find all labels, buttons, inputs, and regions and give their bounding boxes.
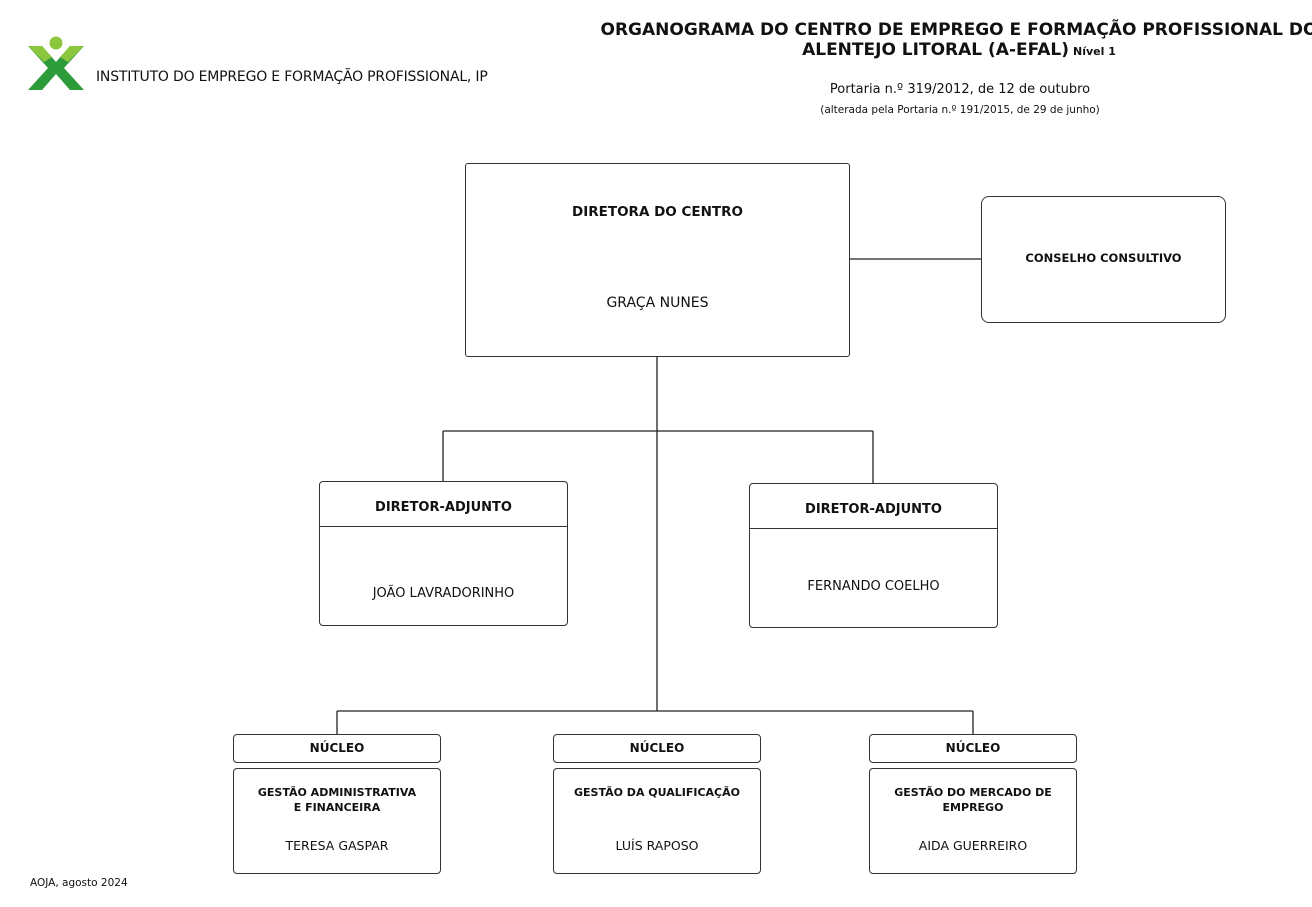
nucleo-1-unit-line-2: E FINANCEIRA [293,801,381,814]
adjunto-2-divider [750,528,997,529]
diretora-name: GRAÇA NUNES [606,295,709,311]
diretor-adjunto-box-1: DIRETOR-ADJUNTO JOÃO LAVRADORINHO [319,481,568,626]
nucleo-3-header: NÚCLEO [869,734,1077,763]
organization-name: INSTITUTO DO EMPREGO E FORMAÇÃO PROFISSI… [96,69,488,85]
nucleo-1-box: GESTÃO ADMINISTRATIVA E FINANCEIRA TERES… [233,768,441,874]
nucleo-3-unit-line-1: GESTÃO DO MERCADO DE EMPREGO [894,786,1052,814]
nucleo-1-name: TERESA GASPAR [285,838,389,853]
diretora-box: DIRETORA DO CENTRO GRAÇA NUNES [465,163,850,357]
portaria-reference: Portaria n.º 319/2012, de 12 de outubro [829,82,1091,97]
nucleo-1-unit-line-1: GESTÃO ADMINISTRATIVA [257,786,417,799]
nucleo-1-head-label: NÚCLEO [309,741,365,755]
adjunto-1-divider [320,526,567,527]
page-title: ORGANOGRAMA DO CENTRO DE EMPREGO E FORMA… [600,20,1312,62]
iefp-logo-icon [28,36,84,90]
nucleo-1-header: NÚCLEO [233,734,441,763]
adjunto-1-name: JOÃO LAVRADORINHO [372,586,515,601]
nucleo-2-box: GESTÃO DA QUALIFICAÇÃO LUÍS RAPOSO [553,768,761,874]
nucleo-2-header: NÚCLEO [553,734,761,763]
nucleo-3-unit: GESTÃO DO MERCADO DE EMPREGO [870,785,1076,815]
nucleo-2-unit: GESTÃO DA QUALIFICAÇÃO [554,785,760,800]
nucleo-2-name: LUÍS RAPOSO [615,838,699,853]
portaria-amendment-note: (alterada pela Portaria n.º 191/2015, de… [820,104,1100,116]
nucleo-1-unit: GESTÃO ADMINISTRATIVA E FINANCEIRA [234,785,440,815]
nucleo-2-unit-line-1: GESTÃO DA QUALIFICAÇÃO [574,786,740,799]
nucleo-2-head-label: NÚCLEO [629,741,685,755]
title-line-2-text: ALENTEJO LITORAL (A-EFAL) [802,40,1070,60]
adjunto-2-role: DIRETOR-ADJUNTO [805,502,942,517]
level-label: Nível 1 [1073,45,1116,58]
conselho-consultivo-box: CONSELHO CONSULTIVO [981,196,1226,323]
conselho-role: CONSELHO CONSULTIVO [1025,251,1182,265]
title-line-2: ALENTEJO LITORAL (A-EFAL)Nível 1 [600,40,1312,62]
title-line-1: ORGANOGRAMA DO CENTRO DE EMPREGO E FORMA… [600,20,1312,40]
adjunto-2-name: FERNANDO COELHO [807,579,940,594]
adjunto-1-role: DIRETOR-ADJUNTO [375,500,512,515]
nucleo-3-box: GESTÃO DO MERCADO DE EMPREGO AIDA GUERRE… [869,768,1077,874]
nucleo-3-head-label: NÚCLEO [945,741,1001,755]
nucleo-3-name: AIDA GUERREIRO [918,838,1028,853]
footer-note: AOJA, agosto 2024 [30,877,128,889]
diretora-role: DIRETORA DO CENTRO [572,204,743,220]
diretor-adjunto-box-2: DIRETOR-ADJUNTO FERNANDO COELHO [749,483,998,628]
